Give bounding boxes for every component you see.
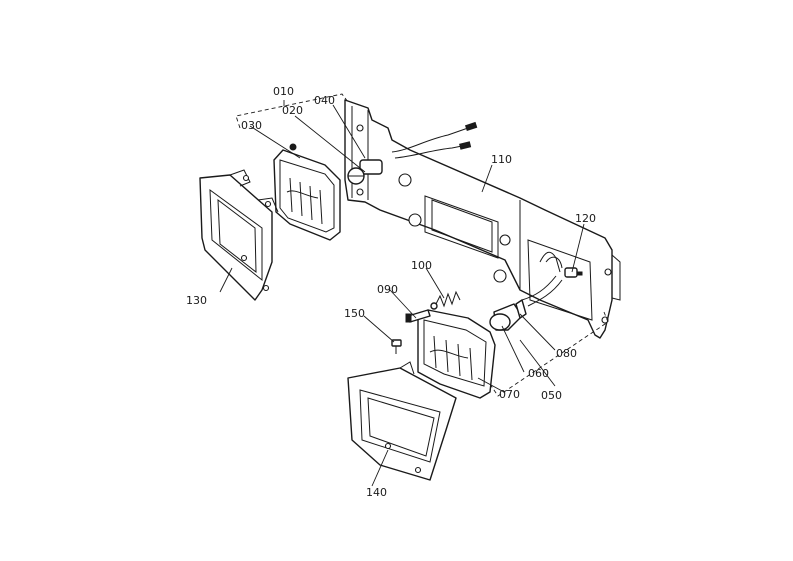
plate-hole [356, 188, 364, 196]
plate-hole [408, 213, 422, 227]
left-wiring-harness [391, 121, 478, 159]
plate-hole [493, 269, 507, 283]
callout-040: 040 [314, 94, 335, 107]
callout-050: 050 [541, 389, 562, 402]
callout-080: 080 [556, 347, 577, 360]
callout-110: 110 [491, 153, 512, 166]
callout-090: 090 [377, 283, 398, 296]
screw-150 [391, 339, 402, 354]
callout-030: 030 [241, 119, 262, 132]
mounting-plate [344, 99, 621, 339]
group-bracket-050 [489, 311, 609, 397]
left-headlight-lens [273, 143, 341, 241]
callout-140: 140 [366, 486, 387, 499]
callout-120: 120 [575, 212, 596, 225]
spring-100 [430, 290, 461, 310]
callout-010: 010 [273, 85, 294, 98]
callout-020: 020 [282, 104, 303, 117]
right-bulb [564, 267, 578, 278]
right-wiring-harness [521, 251, 583, 307]
left-bezel [199, 169, 279, 301]
right-bulb-socket [489, 299, 527, 331]
right-bezel [347, 361, 457, 481]
left-bulb [347, 159, 383, 185]
right-headlight-lens [417, 309, 496, 399]
plate-hole [398, 173, 412, 187]
callout-150: 150 [344, 307, 365, 320]
callout-100: 100 [411, 259, 432, 272]
group-bracket-010 [235, 93, 349, 129]
plate-hole [356, 124, 364, 132]
callout-130: 130 [186, 294, 207, 307]
callout-070: 070 [499, 388, 520, 401]
leader-lines [219, 100, 585, 487]
plate-hole [604, 268, 612, 276]
screw-090 [405, 309, 431, 323]
callout-labels: 010 020 030 040 050 060 070 080 090 100 … [186, 85, 596, 499]
callout-060: 060 [528, 367, 549, 380]
plate-hole [499, 234, 511, 246]
